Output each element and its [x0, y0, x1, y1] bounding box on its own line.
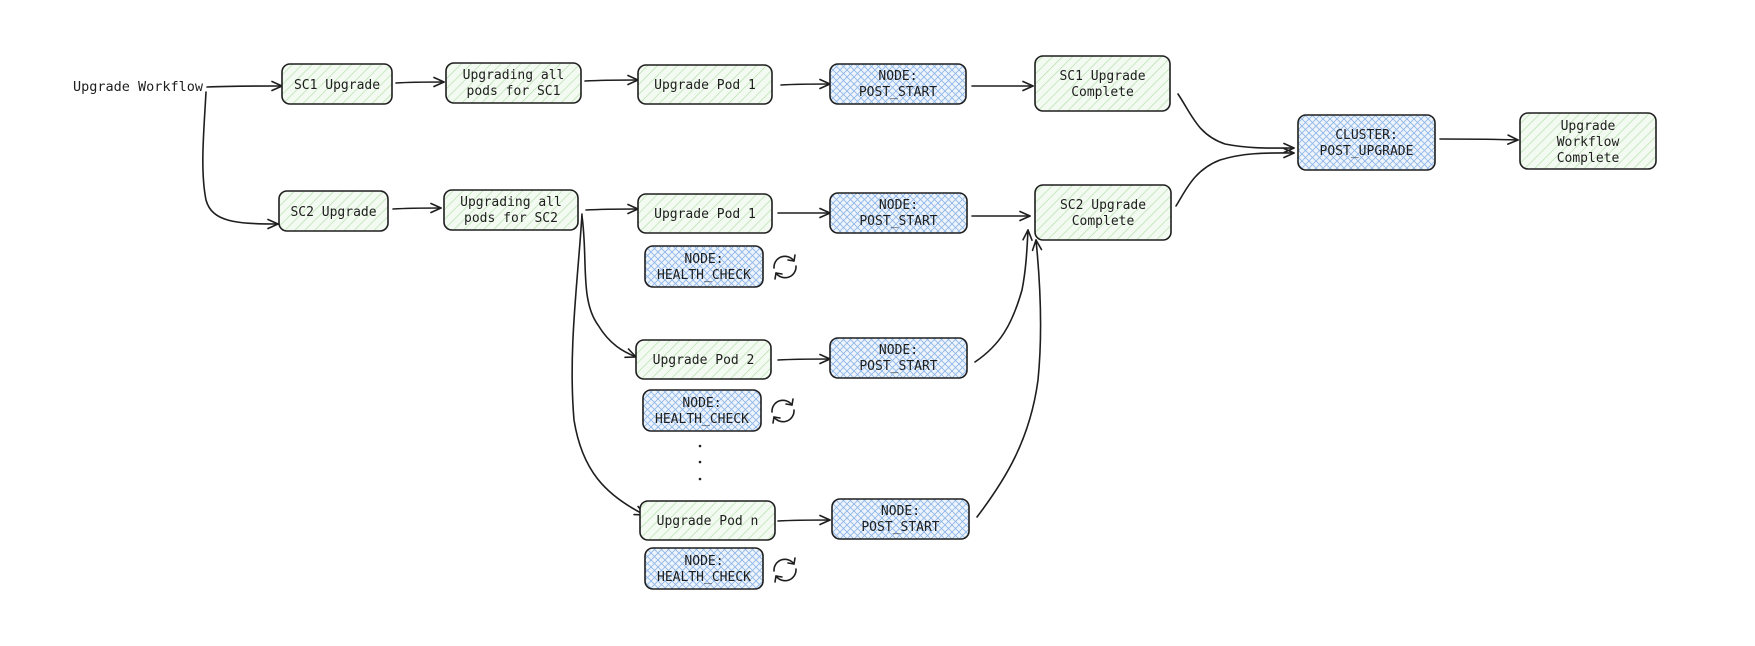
edge-cluster-to-workflow-complete: [1439, 134, 1519, 145]
svg-text:Workflow: Workflow: [1557, 135, 1620, 150]
svg-text:SC1 Upgrade: SC1 Upgrade: [294, 78, 380, 93]
upgrade-workflow-complete-node: Upgrade Workflow Complete: [1519, 112, 1657, 170]
edge-sc1-upgrading-to-pod1: [584, 74, 639, 86]
svg-text:POST_START: POST_START: [861, 520, 939, 535]
cluster-post-upgrade-node: CLUSTER: POST_UPGRADE: [1297, 114, 1436, 171]
svg-text:Upgrade Pod 1: Upgrade Pod 1: [654, 207, 756, 222]
sc2-podn-health-check-node: NODE: HEALTH_CHECK: [644, 547, 764, 590]
svg-text:Upgrade: Upgrade: [1561, 119, 1616, 134]
sc2-upgrade-pod-n-node: Upgrade Pod n: [639, 500, 776, 541]
edge-sc2-podn-to-post-start: [777, 514, 831, 526]
edge-sc2-pod2-post-start-to-complete: [974, 229, 1033, 363]
svg-text:Complete: Complete: [1072, 214, 1135, 229]
refresh-icon: [773, 254, 797, 280]
svg-text:SC2 Upgrade: SC2 Upgrade: [290, 205, 376, 220]
sc2-upgrade-pod-2-node: Upgrade Pod 2: [635, 339, 772, 380]
svg-text:Upgrading all: Upgrading all: [463, 68, 565, 83]
svg-text:NODE:: NODE:: [878, 69, 917, 84]
svg-text:Upgrading all: Upgrading all: [460, 195, 562, 210]
sc2-pod2-health-check-node: NODE: HEALTH_CHECK: [642, 389, 762, 432]
edge-sc2-to-upgrading-pods: [392, 202, 442, 214]
sc2-upgrading-pods-node: Upgrading all pods for SC2: [443, 189, 579, 231]
edge-sc1-pod1-to-post-start: [780, 78, 831, 90]
svg-text:HEALTH_CHECK: HEALTH_CHECK: [655, 412, 749, 427]
sc2-upgrade-complete-node: SC2 Upgrade Complete: [1034, 184, 1172, 241]
upgrade-workflow-label: Upgrade Workflow: [73, 79, 204, 95]
ellipsis-dots: [698, 444, 702, 481]
svg-text:POST_UPGRADE: POST_UPGRADE: [1320, 144, 1414, 159]
svg-text:NODE:: NODE:: [879, 198, 918, 213]
sc2-upgrade-node: SC2 Upgrade: [278, 190, 389, 232]
sc2-upgrade-pod-1-node: Upgrade Pod 1: [637, 193, 773, 234]
sc1-upgrade-pod-1-node: Upgrade Pod 1: [637, 64, 773, 105]
edges: [202, 74, 1519, 526]
refresh-icon: [771, 398, 795, 424]
sc1-upgrade-complete-node: SC1 Upgrade Complete: [1034, 55, 1171, 112]
sc1-upgrading-pods-node: Upgrading all pods for SC1: [445, 62, 582, 104]
svg-text:Upgrade Pod n: Upgrade Pod n: [657, 514, 759, 529]
edge-sc1-to-upgrading-pods: [395, 76, 445, 88]
edge-workflow-to-sc2: [202, 91, 279, 230]
sc2-pod1-post-start-node: NODE: POST_START: [829, 192, 968, 234]
edge-sc2-complete-to-cluster: [1175, 147, 1295, 207]
svg-text:pods for SC1: pods for SC1: [467, 84, 561, 99]
refresh-icon: [773, 557, 797, 583]
svg-text:HEALTH_CHECK: HEALTH_CHECK: [657, 268, 751, 283]
edge-sc2-podn-post-start-to-complete: [976, 239, 1043, 518]
svg-text:NODE:: NODE:: [684, 252, 723, 267]
sc2-pod2-post-start-node: NODE: POST_START: [829, 337, 968, 379]
svg-text:HEALTH_CHECK: HEALTH_CHECK: [657, 570, 751, 585]
sc2-podn-post-start-node: NODE: POST_START: [831, 498, 970, 540]
svg-text:Upgrade Pod 1: Upgrade Pod 1: [654, 78, 756, 93]
edge-workflow-to-sc1: [206, 80, 283, 92]
svg-text:Complete: Complete: [1071, 85, 1134, 100]
svg-text:NODE:: NODE:: [881, 504, 920, 519]
edge-sc1-complete-to-cluster: [1177, 93, 1295, 154]
sc2-pod1-health-check-node: NODE: HEALTH_CHECK: [644, 245, 764, 288]
svg-text:SC2 Upgrade: SC2 Upgrade: [1060, 198, 1146, 213]
edge-sc2-upgrading-to-podn: [571, 213, 646, 516]
nodes: Upgrade Workflow SC1 Upgrade Upgrading a…: [73, 55, 1657, 590]
svg-text:NODE:: NODE:: [684, 554, 723, 569]
svg-text:NODE:: NODE:: [879, 343, 918, 358]
svg-text:CLUSTER:: CLUSTER:: [1335, 128, 1398, 143]
edge-sc2-pod2-to-post-start: [777, 353, 831, 365]
svg-text:NODE:: NODE:: [682, 396, 721, 411]
svg-text:POST_START: POST_START: [859, 214, 937, 229]
edge-sc2-upgrading-to-pod1: [585, 203, 639, 215]
svg-text:POST_START: POST_START: [859, 359, 937, 374]
svg-text:POST_START: POST_START: [859, 85, 937, 100]
sc1-node-post-start-node: NODE: POST_START: [829, 63, 967, 105]
sc1-upgrade-node: SC1 Upgrade: [281, 63, 393, 105]
svg-text:Upgrade Workflow: Upgrade Workflow: [73, 79, 204, 95]
edge-sc2-upgrading-to-pod2: [581, 215, 637, 359]
svg-text:Complete: Complete: [1557, 151, 1620, 166]
svg-text:Upgrade Pod 2: Upgrade Pod 2: [653, 353, 755, 368]
svg-text:SC1 Upgrade: SC1 Upgrade: [1059, 69, 1145, 84]
svg-text:pods for SC2: pods for SC2: [464, 211, 558, 226]
